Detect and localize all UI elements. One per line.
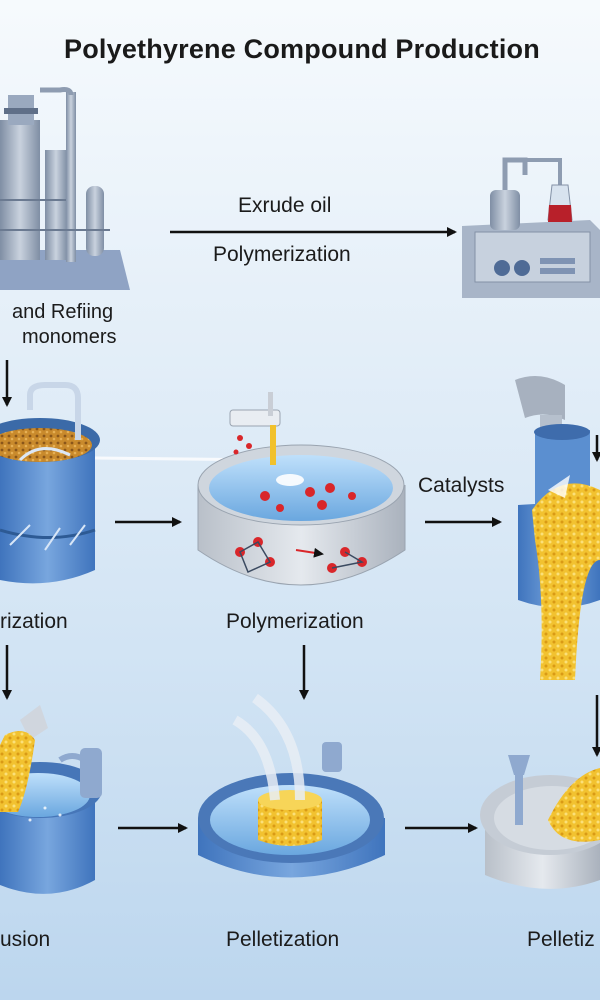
polymerization-pool-icon <box>197 392 406 586</box>
label-catalysts: Catalysts <box>418 474 505 497</box>
refinery-tower-icon <box>0 87 130 290</box>
reactor-tank-icon <box>0 382 281 584</box>
page-title: Polyethyrene Compound Production <box>64 34 540 64</box>
lab-equipment-icon <box>462 157 600 298</box>
pellet-tray-icon <box>480 755 600 889</box>
label-crude-oil: Exrude oil <box>238 194 332 217</box>
label-step-bottom-left: usion <box>0 928 51 951</box>
label-step-bottom-center: Pelletization <box>226 928 340 951</box>
catalyst-hopper-icon <box>515 376 600 680</box>
label-polymerization-top: Polymerization <box>213 243 351 266</box>
label-step-center: Polymerization <box>226 610 364 633</box>
label-refining-line2: monomers <box>22 326 117 348</box>
pelletizer-basin-icon <box>198 693 385 878</box>
label-refining-line1: and Refiing <box>12 301 114 323</box>
label-refining: and Refiing monomers <box>0 300 116 350</box>
flow-arrows <box>2 227 600 833</box>
label-step-bottom-right: Pelletiz <box>527 928 595 951</box>
extrusion-tank-icon <box>0 705 102 894</box>
label-step-left: rization <box>0 610 68 633</box>
